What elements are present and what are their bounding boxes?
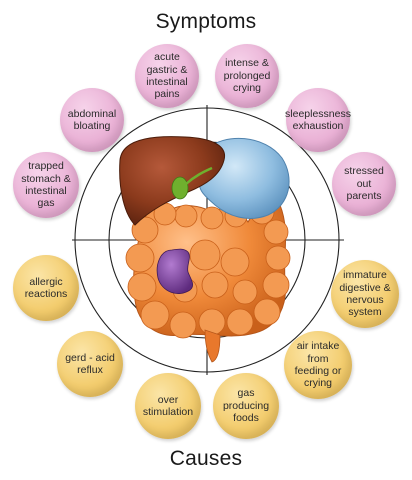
symptom-stressed-parents: stressed out parents [332, 152, 396, 216]
symptom-intense-crying: intense & prolonged crying [215, 44, 279, 108]
symptom-abdominal-bloating: abdominal bloating [60, 88, 124, 152]
symptom-trapped-gas: trapped stomach & intestinal gas [13, 152, 79, 218]
gallbladder [171, 176, 189, 200]
rectum [204, 329, 221, 363]
liver [119, 136, 225, 226]
cause-gas-producing-foods: gas producing foods [213, 373, 279, 439]
symptom-acute-gastric-pains: acute gastric & intestinal pains [135, 44, 199, 108]
cause-allergic-reactions: allergic reactions [13, 255, 79, 321]
kidney [156, 248, 193, 294]
cause-gerd-acid-reflux: gerd - acid reflux [57, 331, 123, 397]
bile-duct [185, 166, 213, 185]
cause-air-intake: air intake from feeding or crying [284, 331, 352, 399]
cause-over-stimulation: over stimulation [135, 373, 201, 439]
cause-immature-system: immature digestive & nervous system [331, 260, 399, 328]
causes-heading: Causes [169, 447, 243, 470]
symptoms-heading: Symptoms [155, 10, 257, 33]
symptom-sleeplessness: sleeplessness exhaustion [285, 88, 351, 152]
intestines [125, 199, 291, 363]
